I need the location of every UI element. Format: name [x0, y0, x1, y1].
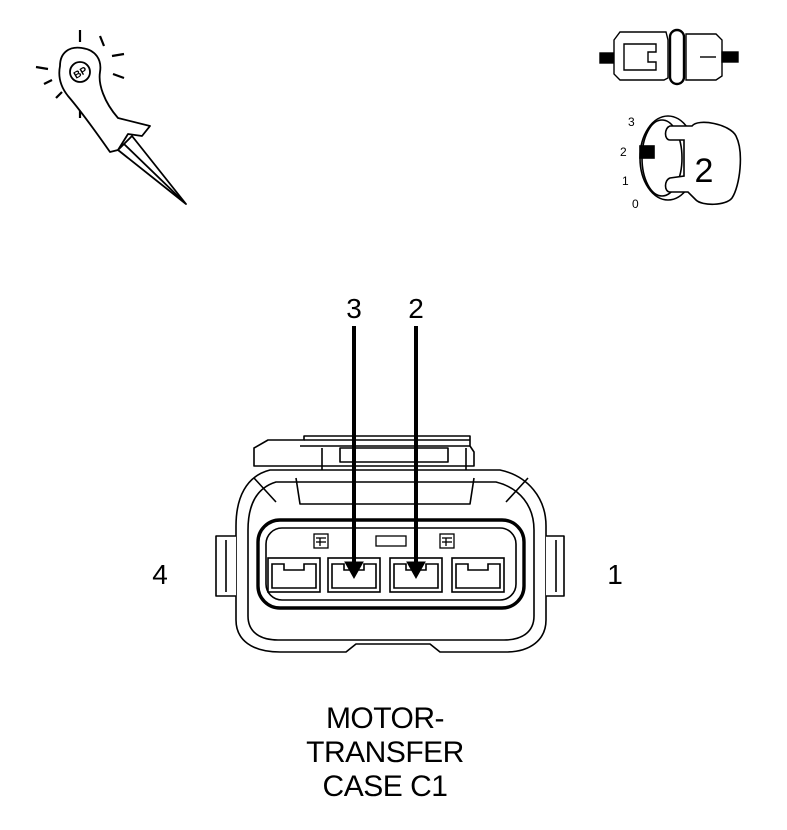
connector-disconnect-icon: [599, 28, 739, 86]
back-probe-icon: [35, 30, 187, 205]
probe-arrow-pin-3-head: [344, 561, 364, 580]
probe-arrow-label-2: 2: [408, 293, 424, 324]
terminal-lock-windows: [313, 533, 455, 549]
key-position-2: 2: [620, 145, 627, 159]
connector-caption: MOTOR- TRANSFER CASE C1: [230, 702, 540, 804]
probe-arrows: [344, 326, 426, 580]
key-position-labels: 3 2 1 0: [620, 115, 639, 211]
cavity-pin-1: [451, 557, 505, 593]
key-position-1: 1: [622, 174, 629, 188]
pin-label-right: 1: [607, 559, 623, 590]
key-selected-label: 2: [695, 152, 714, 190]
caption-line-2: TRANSFER: [306, 736, 464, 769]
probe-arrow-pin-2-head: [406, 561, 426, 580]
caption-line-3: CASE C1: [322, 770, 448, 803]
probe-arrow-label-3: 3: [346, 293, 362, 324]
probe-flash-rays: [35, 30, 125, 118]
cavity-pin-4: [267, 557, 321, 593]
caption-line-1: MOTOR-: [325, 702, 445, 735]
key-position-3: 3: [628, 115, 635, 129]
ignition-key-icon: [639, 115, 742, 206]
pin-label-left: 4: [152, 559, 168, 590]
key-position-0: 0: [632, 197, 639, 211]
